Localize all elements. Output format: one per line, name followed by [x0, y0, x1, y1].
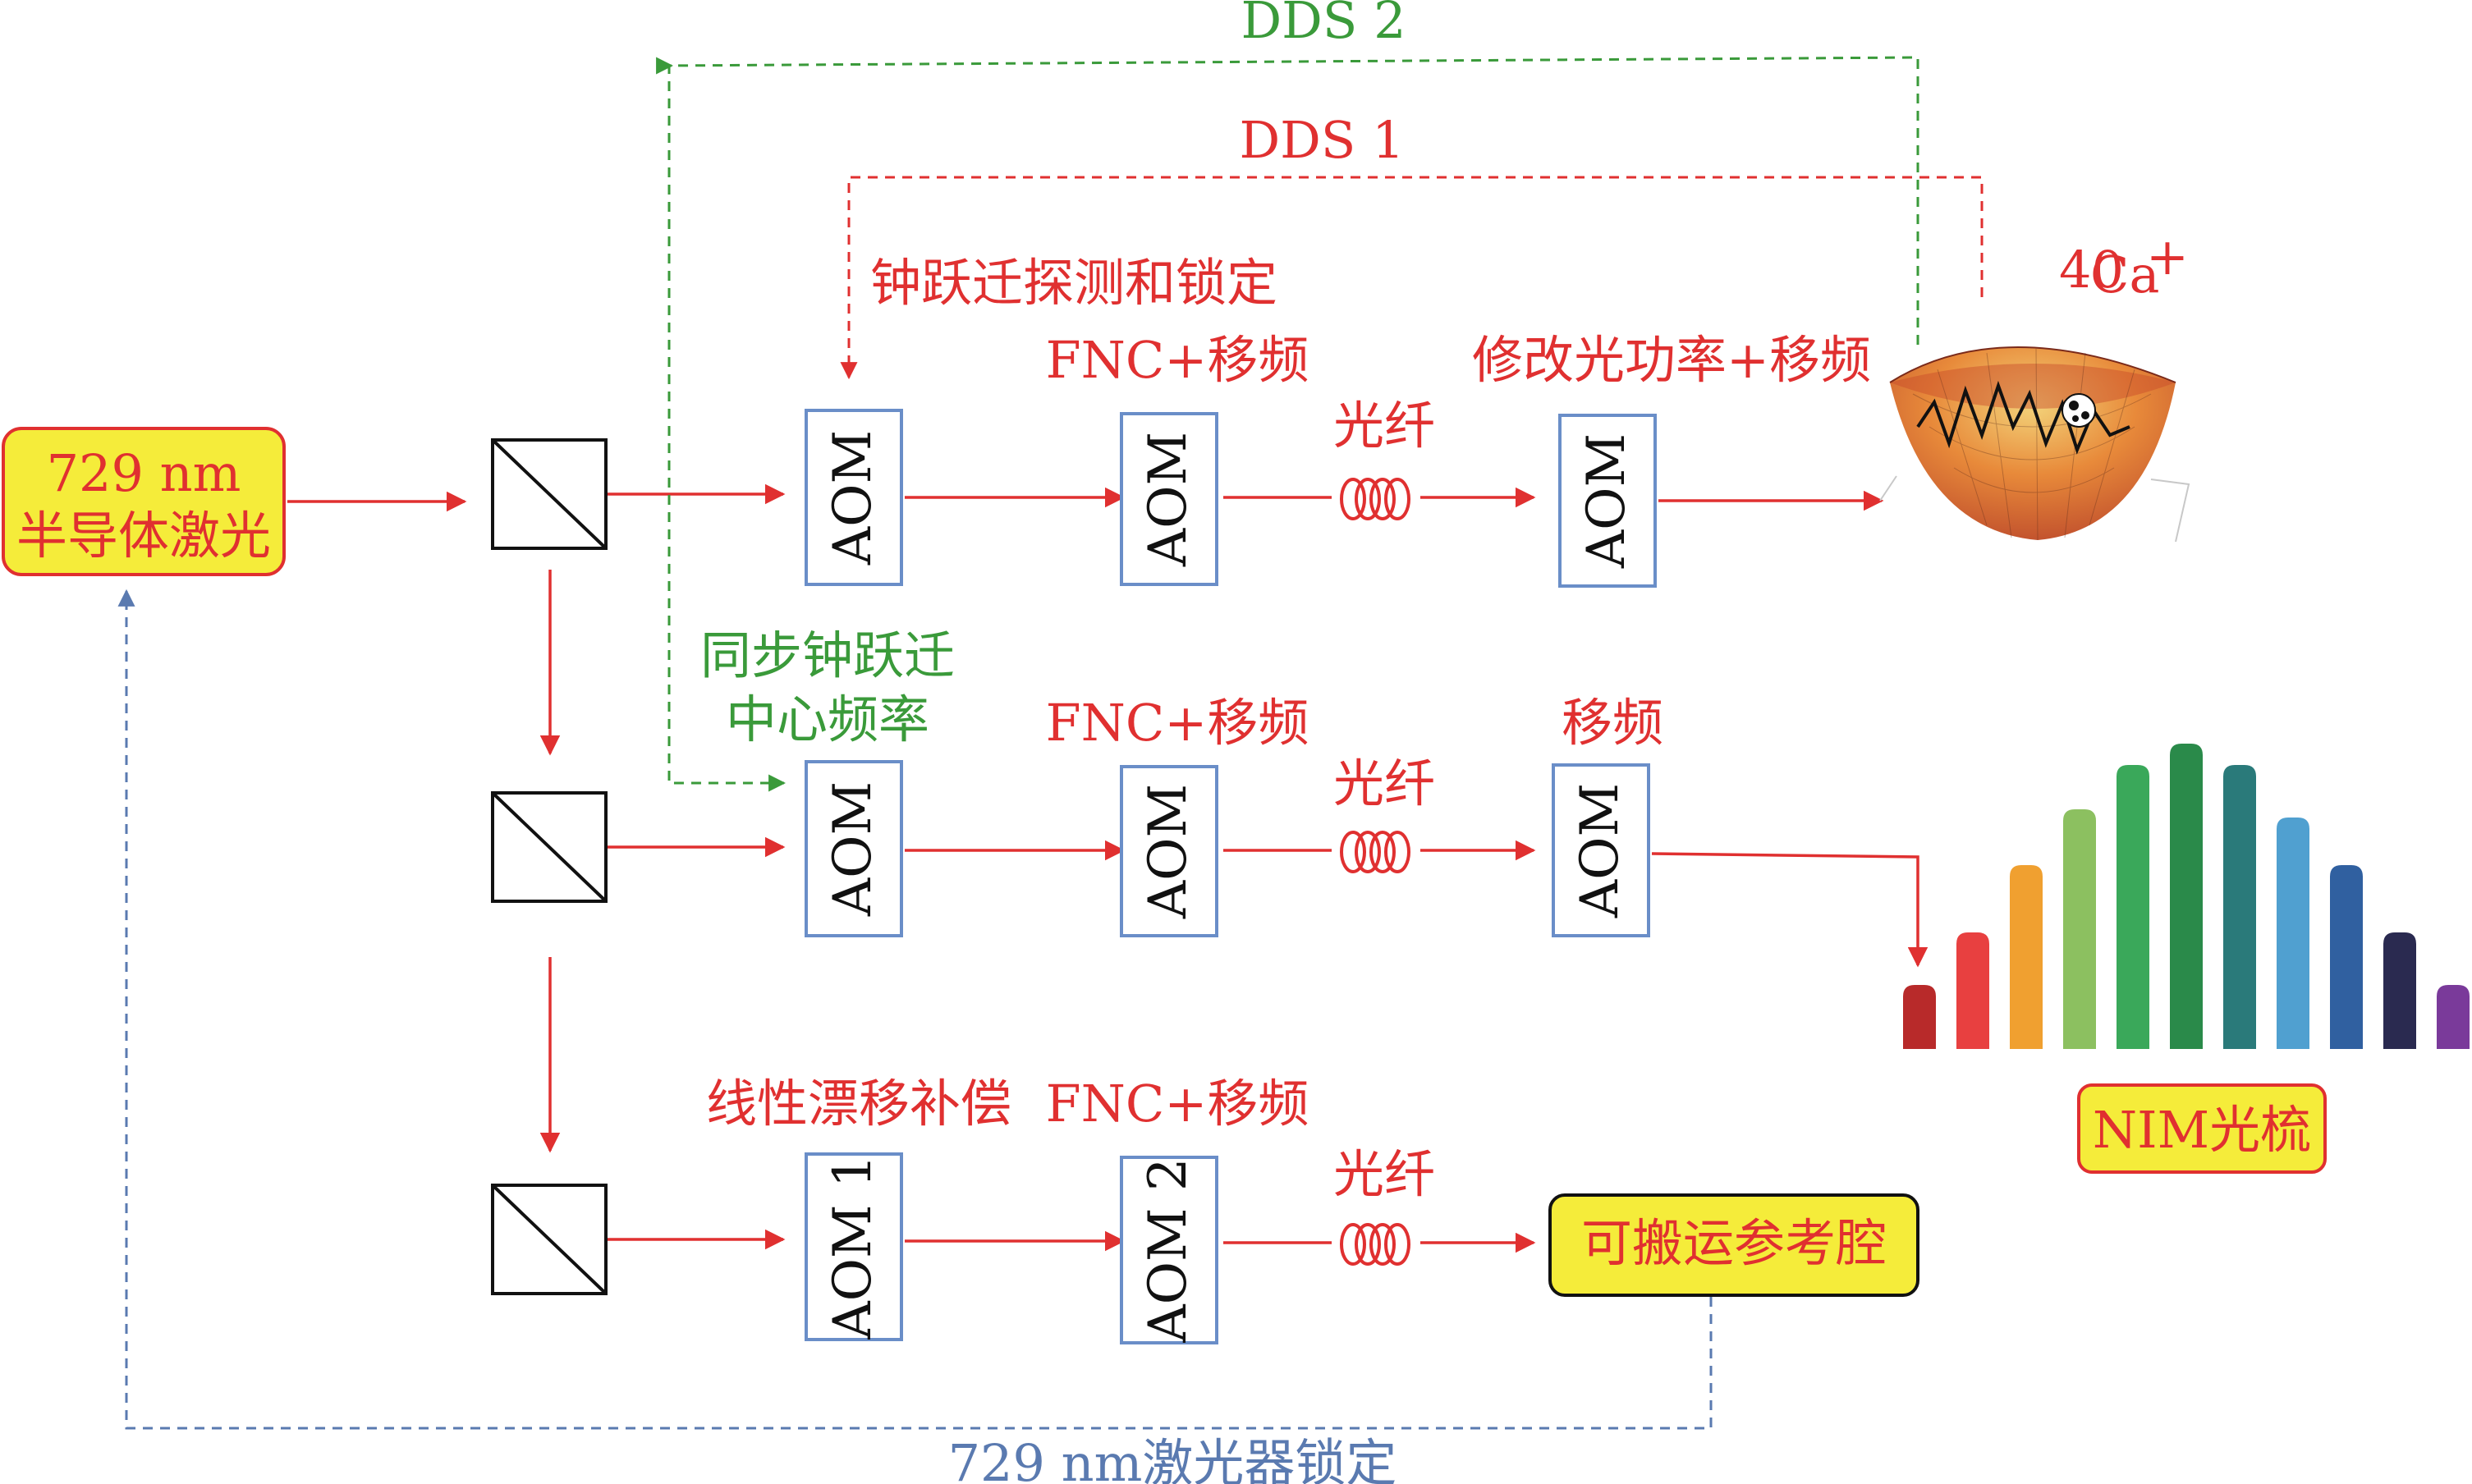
- comb-bar: [2170, 744, 2203, 1049]
- sync-label-line1: 同步钟跃迁: [700, 625, 955, 685]
- aom-row1-a-label: AOM: [823, 430, 883, 566]
- sync-label-line2: 中心频率: [726, 689, 929, 749]
- aom-row1-b-label: AOM: [1138, 432, 1199, 567]
- aom-row2-a: AOM: [805, 760, 903, 937]
- ion-label-sup: 40: [2059, 240, 2124, 300]
- aom-row3-a-label: AOM 1: [823, 1154, 883, 1340]
- aom-row1-c-label: AOM: [1576, 433, 1637, 569]
- aom-row1-c: AOM: [1558, 414, 1657, 588]
- beam-splitter-3: [491, 1184, 608, 1295]
- comb-bar: [2277, 818, 2309, 1049]
- dds2-label: DDS 2: [1241, 0, 1406, 50]
- beam-splitter-2: [491, 791, 608, 903]
- dds2-line: [656, 56, 1919, 792]
- comb-label: NIM光梳: [2093, 1100, 2311, 1160]
- comb-bar: [1903, 985, 1936, 1049]
- aom-row1-b: AOM: [1120, 412, 1218, 586]
- fnc-shift-label-row1: FNC+移频: [1046, 330, 1309, 390]
- dds1-line: [840, 176, 1984, 380]
- fiber-label-row1: 光纤: [1333, 396, 1435, 456]
- fnc-shift-label-row2: FNC+移频: [1046, 693, 1309, 753]
- drift-comp-label: 线性漂移补偿: [706, 1074, 1011, 1134]
- cavity-label: 可搬运参考腔: [1581, 1213, 1887, 1273]
- laser-lock-line: [117, 589, 1713, 1430]
- comb-bar: [1956, 932, 1989, 1049]
- shift-label: 移频: [1562, 693, 1663, 753]
- aom-row3-a: AOM 1: [805, 1152, 903, 1341]
- fiber-label-row3: 光纤: [1333, 1144, 1435, 1204]
- comb-bar: [2223, 765, 2256, 1049]
- fiber-coil-row1: [1340, 478, 1410, 520]
- nim-comb-bars: [1903, 744, 2470, 1049]
- comb-label-box: NIM光梳: [2077, 1083, 2327, 1174]
- fiber-coil-row2: [1340, 831, 1410, 873]
- cavity-box: 可搬运参考腔: [1548, 1193, 1919, 1297]
- source-line1: 729 nm: [47, 443, 241, 503]
- ion-trap-bowl: [1879, 346, 2190, 543]
- ion-label-charge: +: [2146, 227, 2189, 286]
- comb-bar: [2330, 865, 2363, 1049]
- comb-bar: [2383, 932, 2416, 1049]
- aom-row2-b-label: AOM: [1138, 784, 1199, 919]
- ion-label-main: Ca: [2090, 245, 2159, 305]
- fiber-coil-row3: [1340, 1223, 1410, 1266]
- aom-row3-b-label: AOM 2: [1138, 1157, 1199, 1343]
- comb-bar: [2437, 985, 2470, 1049]
- aom-row2-c-label: AOM: [1570, 783, 1630, 918]
- aom-row2-b: AOM: [1120, 765, 1218, 937]
- aom-row2-a-label: AOM: [823, 781, 883, 917]
- aom-row2-c: AOM: [1552, 763, 1650, 937]
- source-line2: 半导体激光: [16, 506, 271, 566]
- comb-bar: [2010, 865, 2043, 1049]
- fnc-shift-label-row3: FNC+移频: [1046, 1074, 1309, 1134]
- power-shift-label: 修改光功率+移频: [1472, 330, 1871, 390]
- comb-bar: [2117, 765, 2149, 1049]
- dds1-label: DDS 1: [1239, 110, 1404, 170]
- laser-lock-label: 729 nm激光器锁定: [948, 1433, 1397, 1484]
- source-laser-box: 729 nm 半导体激光: [2, 427, 286, 576]
- aom-row1-a: AOM: [805, 409, 903, 586]
- fiber-label-row2: 光纤: [1333, 753, 1435, 813]
- clock-detect-label: 钟跃迁探测和锁定: [870, 253, 1277, 313]
- comb-bar: [2063, 809, 2096, 1049]
- aom-row3-b: AOM 2: [1120, 1156, 1218, 1344]
- beam-splitter-1: [491, 438, 608, 550]
- beam-paths: [287, 483, 1929, 1253]
